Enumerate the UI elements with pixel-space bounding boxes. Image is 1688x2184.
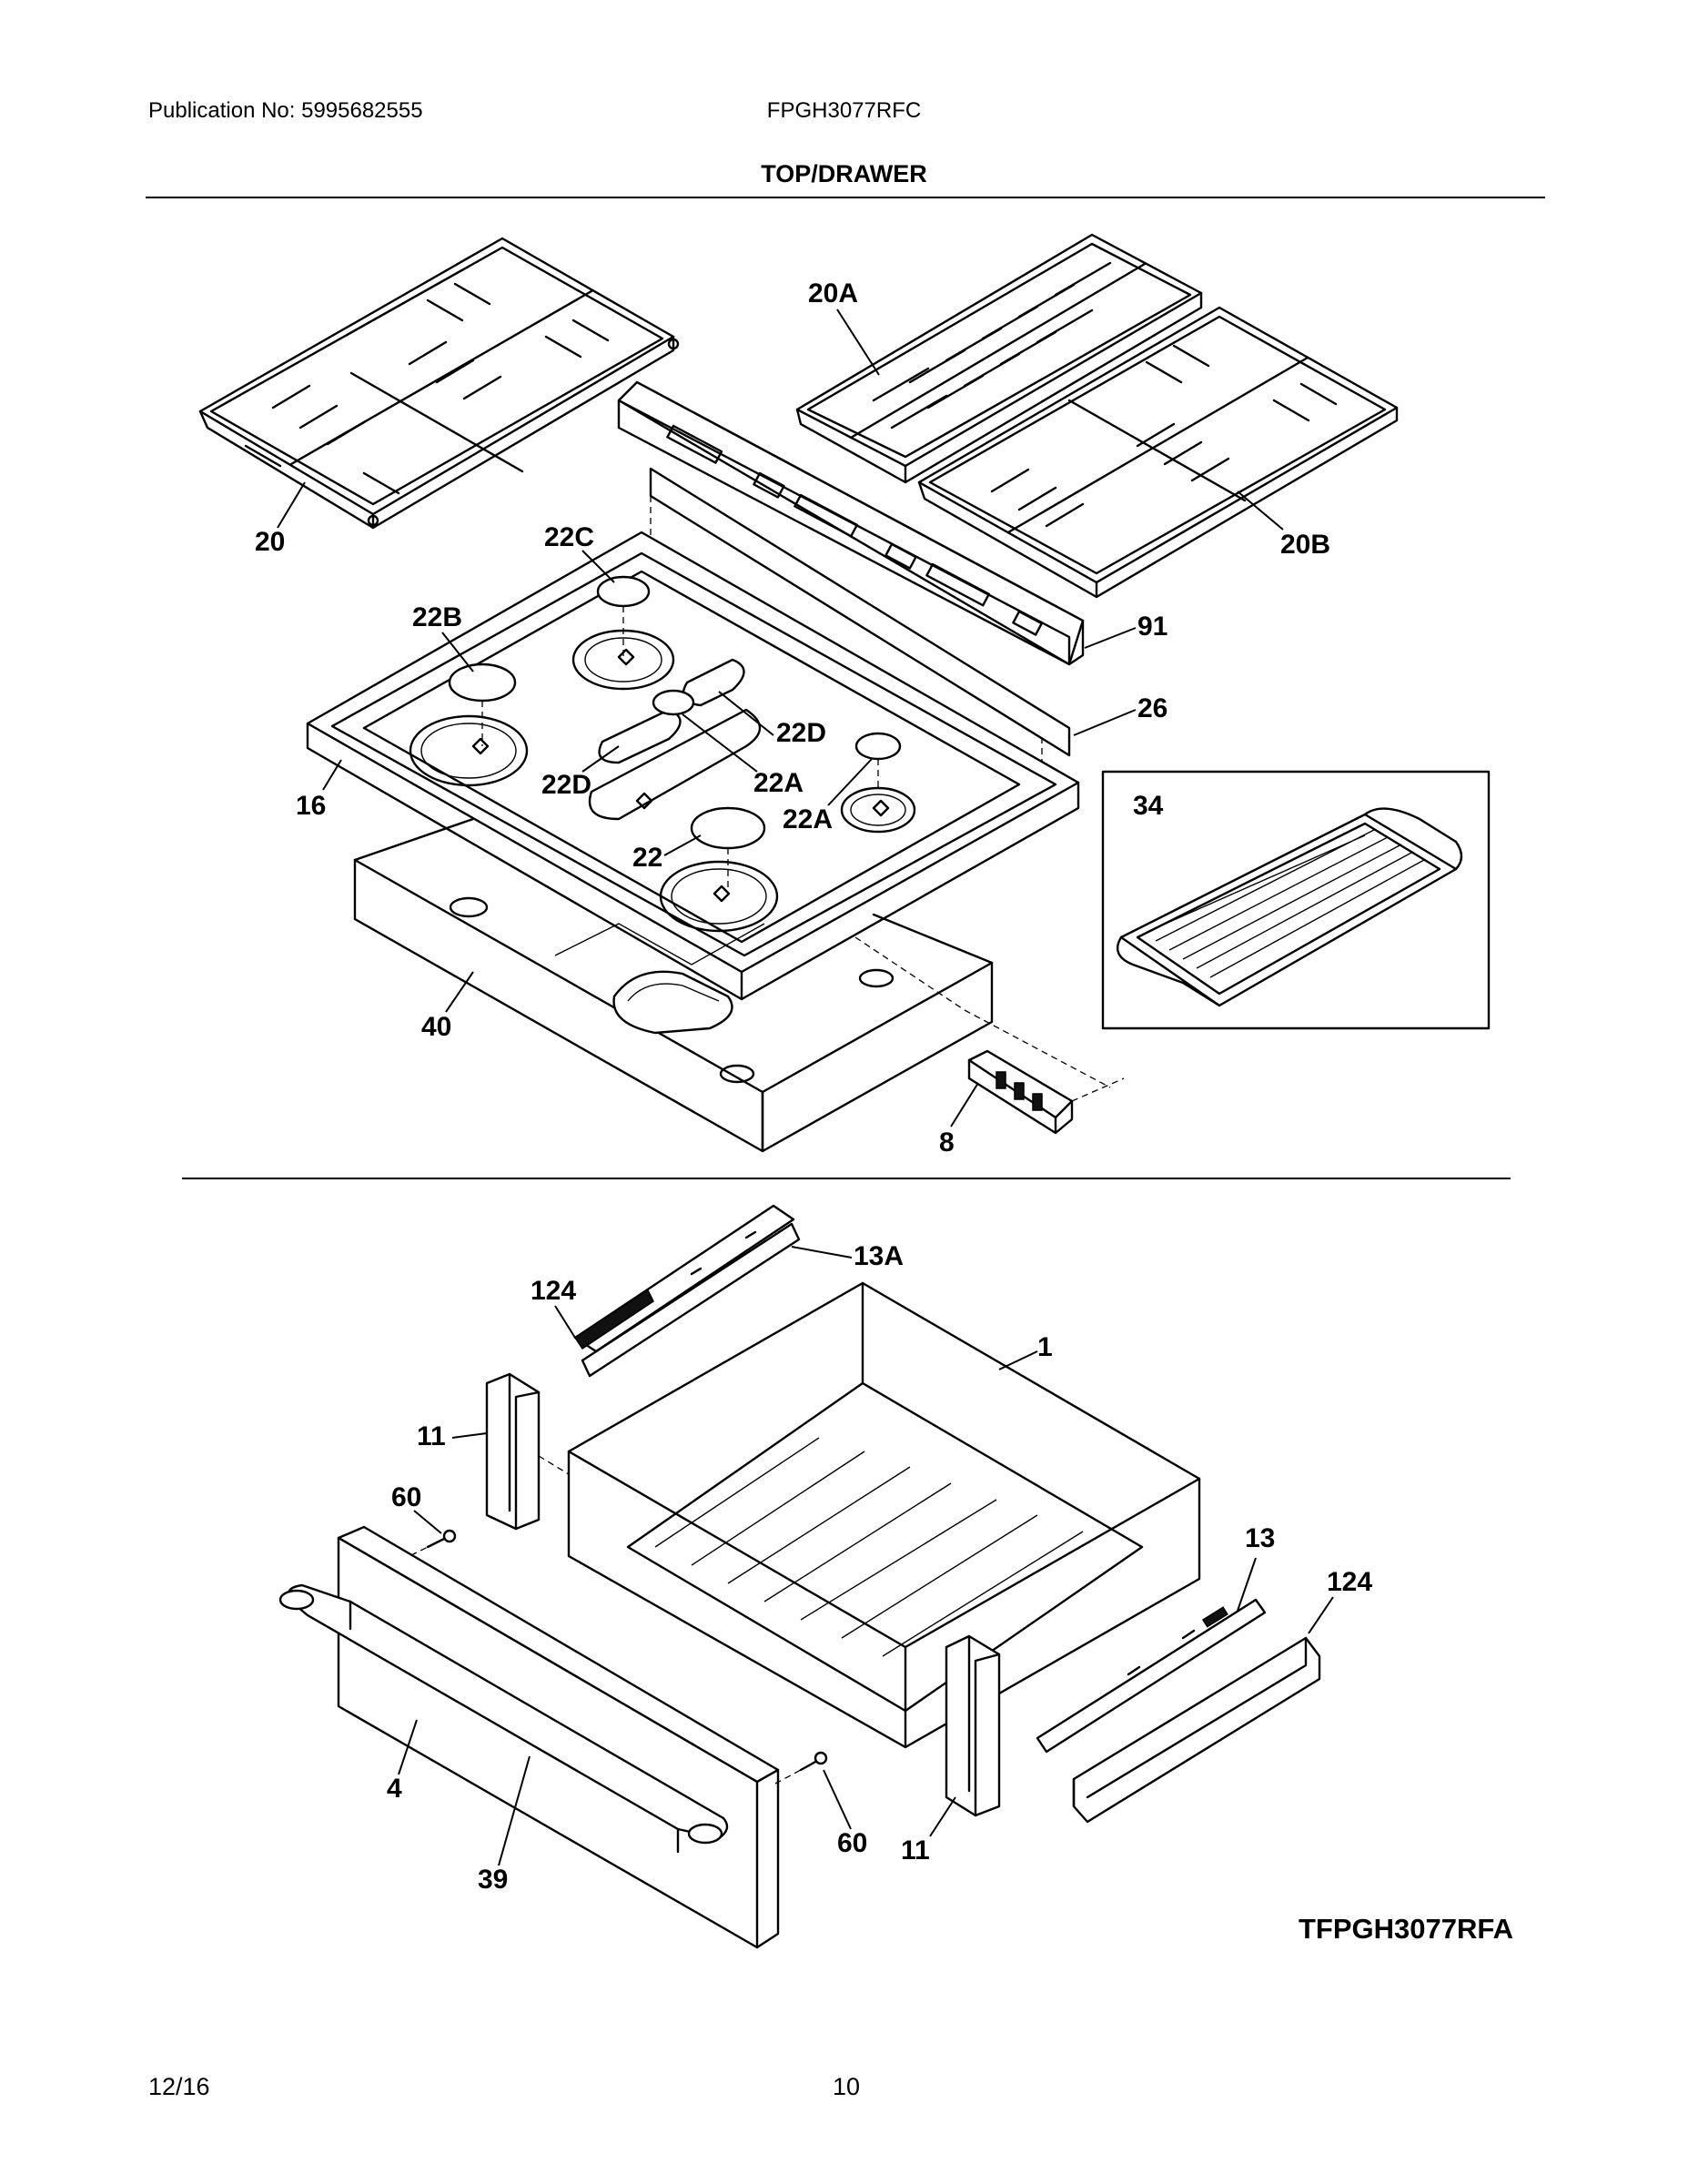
- burner-cap-22: [690, 806, 766, 892]
- callout-4: 4: [387, 1774, 402, 1804]
- valve-manifold-8: [967, 1049, 1125, 1135]
- callout-22D-left: 22D: [541, 770, 591, 800]
- burner-cap-22A-right: [854, 732, 902, 792]
- callout-11-right: 11: [901, 1835, 930, 1866]
- grate-20A: [795, 233, 1203, 484]
- drawer-handle-39: [278, 1583, 729, 1854]
- callout-22B: 22B: [412, 602, 462, 632]
- callout-22D-right: 22D: [776, 718, 826, 748]
- footer-date: 12/16: [148, 2073, 210, 2100]
- title-rule: [146, 197, 1545, 198]
- drawer-slide-13: [1036, 1598, 1267, 1754]
- callout-60-right: 60: [837, 1828, 867, 1858]
- drawer-slide-124-left: [573, 1289, 654, 1350]
- callout-91: 91: [1137, 612, 1167, 642]
- callout-11-left: 11: [417, 1421, 446, 1451]
- figure-identifier: TFPGH3077RFA: [1299, 1913, 1513, 1945]
- section-title: TOP/DRAWER: [761, 160, 927, 187]
- section-divider: [182, 1178, 1511, 1179]
- griddle-inset-frame: [1101, 770, 1491, 1030]
- callout-1: 1: [1037, 1332, 1053, 1362]
- callout-60-left: 60: [391, 1482, 421, 1512]
- model-number: FPGH3077RFC: [766, 98, 922, 123]
- drawer-slide-124-right: [1072, 1636, 1321, 1824]
- callout-22C: 22C: [544, 522, 594, 552]
- bracket-11-left: [485, 1372, 570, 1531]
- bracket-11-right: [945, 1634, 1001, 1817]
- burner-cap-22A-center: [652, 689, 695, 716]
- burner-cap-22B: [448, 662, 517, 746]
- burner-box-40: [353, 817, 1111, 1153]
- burner-cap-22C: [596, 575, 651, 657]
- screw-60-right: [774, 1751, 828, 1785]
- callout-34: 34: [1133, 791, 1164, 821]
- callout-13A: 13A: [854, 1241, 904, 1271]
- callout-16: 16: [296, 791, 326, 821]
- screw-60-left: [390, 1529, 457, 1566]
- footer-page-number: 10: [833, 2073, 861, 2100]
- publication-number: Publication No: 5995682555: [148, 98, 423, 123]
- callout-20A: 20A: [808, 278, 858, 308]
- grate-20: [198, 237, 680, 530]
- griddle-34: [1117, 807, 1463, 1007]
- callout-13: 13: [1245, 1523, 1275, 1553]
- callout-26: 26: [1137, 693, 1167, 723]
- backguard-91: [617, 380, 1085, 666]
- callout-124-left: 124: [531, 1276, 576, 1306]
- callout-20B: 20B: [1280, 530, 1330, 560]
- callout-8: 8: [939, 1127, 955, 1158]
- callout-40: 40: [421, 1012, 451, 1042]
- callout-22A-center: 22A: [753, 768, 804, 798]
- callout-39: 39: [478, 1865, 508, 1895]
- callout-20: 20: [255, 527, 285, 557]
- callout-22A-right: 22A: [783, 804, 833, 834]
- cooktop-16: [306, 531, 1080, 1001]
- callout-22: 22: [632, 843, 662, 873]
- callout-124-right: 124: [1327, 1567, 1372, 1597]
- drawer-body-1: [567, 1281, 1201, 1749]
- grate-20B: [917, 306, 1399, 599]
